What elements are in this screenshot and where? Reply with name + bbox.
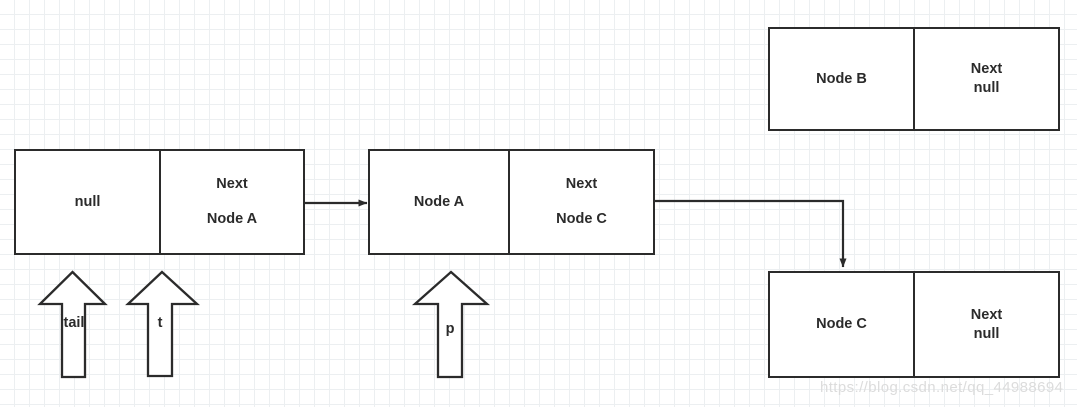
node-data-cell-node-c: Node C [770,273,915,376]
pointer-label-t: t [157,315,163,331]
node-data-label: Node C [816,316,867,333]
node-next-value: null [973,80,1000,96]
node-next-value: Node A [206,211,258,227]
node-next-title: Next [216,176,248,193]
node-data-label: null [74,193,101,210]
node-box-head-sentinel[interactable]: null Next Node A [14,149,305,255]
node-data-cell-node-a: Node A [370,151,511,253]
node-next-cell-node-c: Next null [915,273,1058,376]
node-next-cell-node-a: Next Node C [510,151,653,253]
connector-node-a-to-node-c [655,199,847,268]
pointer-label-tail: tail [63,315,85,331]
node-data-label: Node A [413,193,465,210]
node-data-label: Node B [816,70,867,87]
node-box-node-a[interactable]: Node A Next Node C [368,149,655,255]
node-next-cell-node-b: Next null [915,29,1058,129]
node-next-title: Next [565,176,598,193]
node-data-cell-head-sentinel: null [16,151,161,253]
node-box-node-b[interactable]: Node B Next null [768,27,1060,131]
node-data-cell-node-b: Node B [770,29,915,129]
pointer-label-p: p [445,321,455,337]
node-next-title: Next [970,306,1003,323]
node-next-cell-head-sentinel: Next Node A [161,151,303,253]
watermark-text: https://blog.csdn.net/qq_44988694 [820,379,1064,396]
node-next-value: null [973,325,1000,342]
node-next-title: Next [970,61,1003,78]
node-next-value: Node C [556,211,607,227]
node-box-node-c[interactable]: Node C Next null [768,271,1060,378]
